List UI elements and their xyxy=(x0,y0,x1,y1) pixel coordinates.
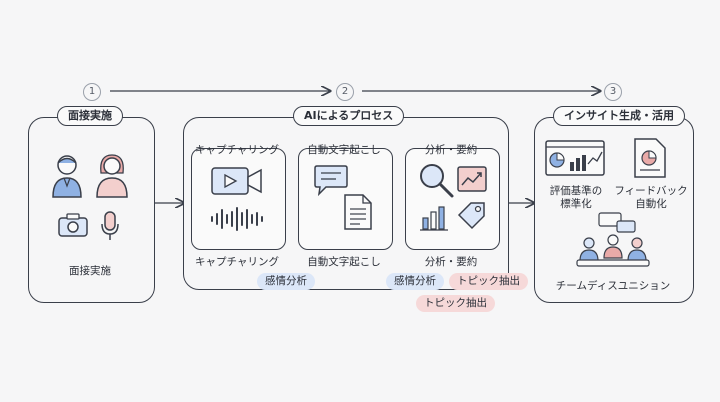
criteria-label: 評価基準の 標準化 xyxy=(549,185,603,210)
analyze-caption: 分析・要約 xyxy=(424,256,478,268)
capture-title: キャプチャリング xyxy=(195,144,279,156)
interview-panel xyxy=(28,117,155,303)
topic-tag-1: トピック抽出 xyxy=(449,273,528,290)
analyze-box xyxy=(405,148,500,250)
insight-title: インサイト生成・活用 xyxy=(553,106,685,126)
waveform-icon xyxy=(211,207,263,231)
capture-box xyxy=(191,148,286,250)
interview-title: 面接実施 xyxy=(57,106,123,126)
topic-tag-2: トピック抽出 xyxy=(416,295,495,312)
microphone-icon xyxy=(101,211,119,240)
interviewer-woman-icon xyxy=(96,154,128,198)
transcribe-title: 自動文字起こし xyxy=(307,144,381,156)
camera-icon xyxy=(58,213,88,237)
transcribe-caption: 自動文字起こし xyxy=(307,256,381,268)
video-camera-icon xyxy=(211,167,262,195)
step-number-3: 3 xyxy=(604,83,622,101)
bar-chart-icon xyxy=(420,206,448,231)
trend-chart-icon xyxy=(457,166,487,192)
sentiment-tag-2: 感情分析 xyxy=(386,273,444,290)
report-icon xyxy=(634,138,666,178)
magnifier-icon xyxy=(420,164,454,198)
step-number-1: 1 xyxy=(83,83,101,101)
ai-process-title: AIによるプロセス xyxy=(293,106,405,126)
interview-caption: 面接実施 xyxy=(69,265,111,277)
capture-caption: キャプチャリング xyxy=(195,256,279,268)
interviewer-man-icon xyxy=(52,155,82,198)
analyze-title: 分析・要約 xyxy=(424,144,478,156)
chat-bubble-icon xyxy=(314,165,348,197)
feedback-label: フィードバック 自動化 xyxy=(614,185,688,210)
tag-icon xyxy=(457,202,485,230)
team-label: チームディスユニション xyxy=(555,280,671,292)
sentiment-tag-1: 感情分析 xyxy=(257,273,315,290)
team-meeting-icon xyxy=(576,212,650,267)
document-icon xyxy=(344,194,372,230)
dashboard-icon xyxy=(545,140,605,176)
step-number-2: 2 xyxy=(336,83,354,101)
